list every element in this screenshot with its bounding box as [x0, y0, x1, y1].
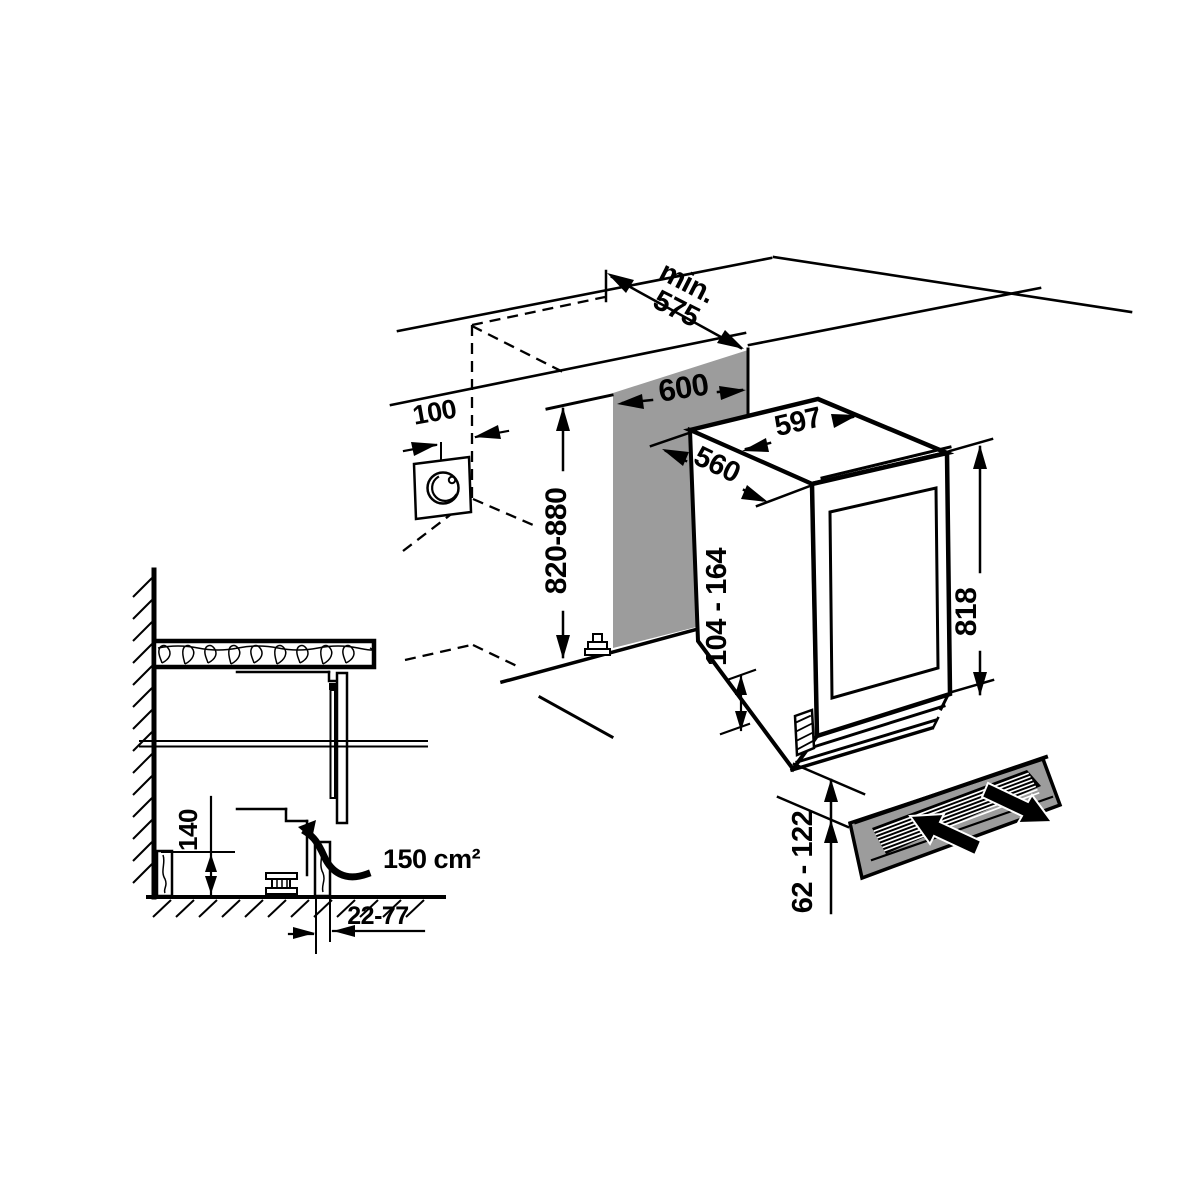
dim-plinth-recess-22-77: 22-77 [287, 898, 426, 954]
niche-leveling-foot [584, 633, 611, 656]
dim-label-140: 140 [173, 809, 203, 851]
section-door [335, 671, 349, 825]
plinth-board-wall [155, 849, 174, 898]
dim-label-22-77: 22-77 [347, 902, 408, 930]
wall-lines [389, 255, 1133, 407]
leveling-foot [265, 872, 298, 895]
dim-vent-height-62-122: 62 - 122 [776, 762, 866, 915]
section-appliance [139, 670, 428, 877]
socket-icon [412, 442, 473, 521]
dim-floor-clearance-140: 140 [161, 795, 235, 896]
dim-label-820-880: 820-880 [540, 488, 573, 595]
vent-area-label: 150 cm² [383, 844, 481, 874]
worktop [151, 638, 377, 670]
airflow-out-arrow [980, 781, 1054, 825]
dim-label-600: 600 [656, 366, 711, 408]
dim-socket-offset-100: 100 [402, 394, 510, 456]
airflow-vent: 150 cm² [298, 820, 481, 881]
dim-plinth-adjust-104-164: 104 - 164 [701, 548, 757, 736]
door-hinge [329, 683, 337, 690]
dim-niche-width-600: 600 [617, 366, 746, 409]
dim-niche-height-820-880: 820-880 [540, 407, 573, 659]
dim-appliance-depth-560: 560 [649, 430, 812, 508]
dim-label-62-122: 62 - 122 [787, 811, 819, 913]
appliance-base [789, 694, 950, 773]
appliance-3d [683, 396, 955, 773]
appliance-door-glass [828, 486, 940, 700]
vent-grille [847, 754, 1063, 881]
dim-min-575: min. 575 [604, 256, 744, 350]
section-view: 140 150 cm² 22-77 [132, 567, 481, 954]
wall-hatch [132, 577, 153, 884]
niche-hidden-edges [402, 295, 606, 670]
dim-appliance-height-818: 818 [948, 437, 995, 696]
dim-label-100: 100 [410, 394, 458, 431]
worktop-grain [157, 644, 373, 665]
dim-label-104-164: 104 - 164 [701, 548, 733, 666]
dim-label-818: 818 [950, 588, 983, 637]
airflow-in-arrow [908, 812, 983, 857]
